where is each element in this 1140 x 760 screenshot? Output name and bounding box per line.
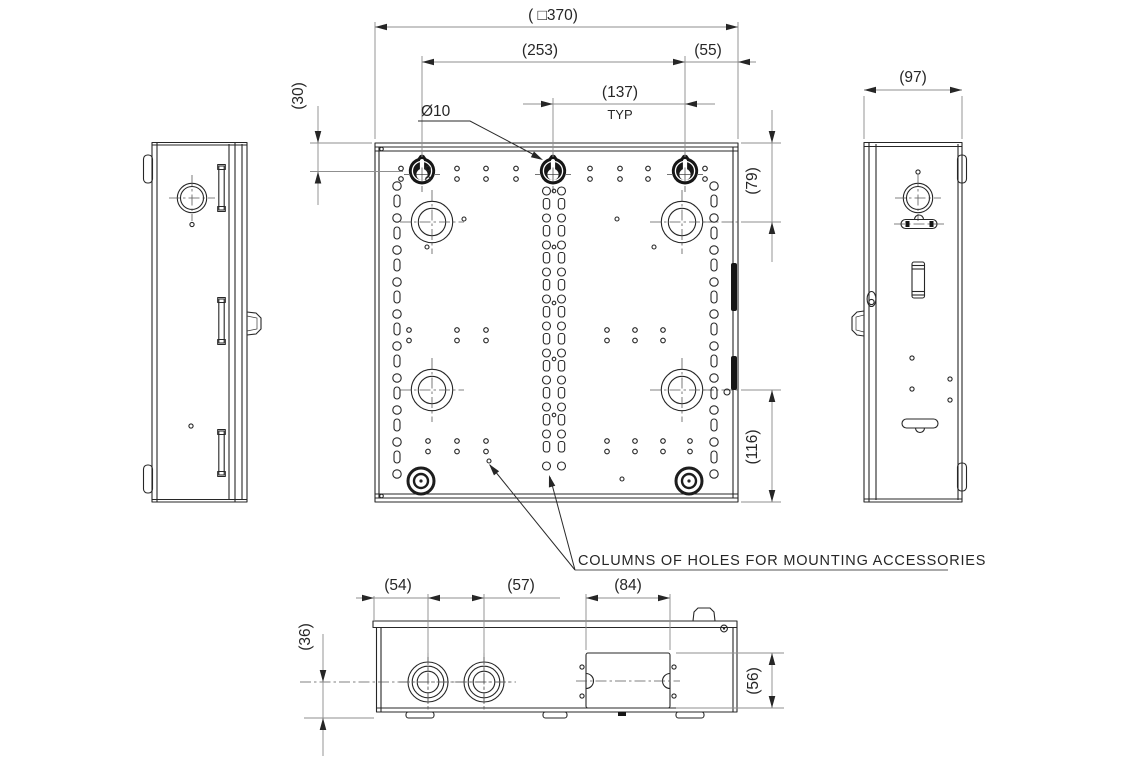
right-view-edge-keyhole	[866, 290, 877, 308]
right-view-tab-bottom	[956, 462, 968, 492]
dim-keyhole-pitch-label: (137)	[602, 84, 638, 101]
left-side-view	[142, 141, 262, 503]
left-view-wall-tab-top	[142, 154, 154, 184]
small-hole	[909, 355, 915, 361]
dim-knockout-top-label: (79)	[744, 167, 761, 195]
dim-overall-width: ( □370)	[374, 7, 739, 139]
dim-cutout-width-84-label: (84)	[614, 577, 642, 594]
small-hole	[189, 221, 195, 228]
mounting-hole-column-center	[541, 186, 567, 471]
dim-bottom-57: (57)	[472, 577, 535, 657]
front-view	[374, 142, 780, 503]
dim-keyhole-span-label: (253)	[522, 42, 558, 59]
bottom-view-feet	[405, 711, 705, 719]
dim-depth: (97)	[863, 69, 963, 139]
dim-top-offset-label: (30)	[290, 82, 307, 110]
small-hole	[909, 386, 915, 392]
dim-hole-diameter: Ø10	[418, 103, 545, 163]
dim-cutout-width-84: (84)	[585, 577, 671, 650]
scattered-hole-pairs	[398, 165, 708, 482]
dim-cutout-height-56: (56)	[676, 652, 784, 709]
dim-bottom-57-label: (57)	[507, 577, 535, 594]
right-view-bottom-slot	[901, 418, 939, 434]
dim-right-offset: (55)	[694, 42, 750, 66]
small-hole	[947, 376, 953, 382]
dim-bottom-height-36-label: (36)	[297, 623, 314, 651]
dim-top-offset: (30)	[290, 82, 403, 205]
right-side-view	[851, 141, 968, 503]
bottom-view-hinge-bump	[692, 607, 716, 622]
bottom-view-knockouts	[300, 652, 516, 712]
dim-keyhole-pitch: (137) TYP	[523, 84, 715, 157]
dim-bottom-height-36: (36)	[297, 623, 374, 756]
dim-bottom-54-label: (54)	[384, 577, 412, 594]
dim-bottom-54: (54)	[356, 577, 560, 657]
dim-cutout-height-56-label: (56)	[745, 667, 762, 695]
dim-keyhole-span: (253)	[421, 42, 756, 157]
right-view-tab-top	[956, 154, 968, 184]
left-view-latch	[246, 311, 262, 336]
right-view-knockout-hole	[894, 174, 942, 222]
dim-right-offset-label: (55)	[694, 42, 722, 59]
keyhole-mounting-slots	[403, 149, 704, 193]
left-view-edge-slots	[217, 163, 226, 478]
dim-depth-label: (97)	[899, 69, 927, 86]
left-view-knockout-hole	[168, 174, 216, 222]
corner-studs	[406, 466, 704, 496]
dim-knockout-top: (79)	[741, 110, 781, 262]
right-view-latch	[851, 310, 865, 337]
note-mounting-holes: COLUMNS OF HOLES FOR MOUNTING ACCESSORIE…	[486, 461, 986, 571]
dim-knockout-bottom: (116)	[741, 389, 781, 503]
mounting-hole-column-left	[392, 181, 402, 479]
small-hole	[915, 169, 921, 175]
bottom-view-latch-detail	[720, 624, 728, 633]
knockout-holes	[399, 189, 780, 423]
small-hole	[379, 146, 384, 152]
right-view-slider-slot	[894, 214, 944, 230]
dim-typ-label: TYP	[607, 107, 632, 122]
note-mounting-holes-label: COLUMNS OF HOLES FOR MOUNTING ACCESSORIE…	[578, 553, 986, 569]
bottom-view	[300, 607, 738, 719]
small-hole	[947, 397, 953, 403]
small-hole	[379, 493, 384, 499]
dim-overall-width-label: ( □370)	[528, 7, 578, 24]
dim-knockout-bottom-label: (116)	[744, 429, 761, 464]
cable-entry-cutout	[576, 652, 680, 709]
hinge-slots-right-edge	[723, 263, 737, 396]
small-hole	[188, 423, 194, 429]
left-view-wall-tab-bottom	[142, 464, 154, 494]
mounting-hole-column-right	[709, 181, 719, 479]
right-view-vent-slot	[911, 261, 926, 299]
dim-hole-diameter-label: Ø10	[421, 103, 451, 120]
